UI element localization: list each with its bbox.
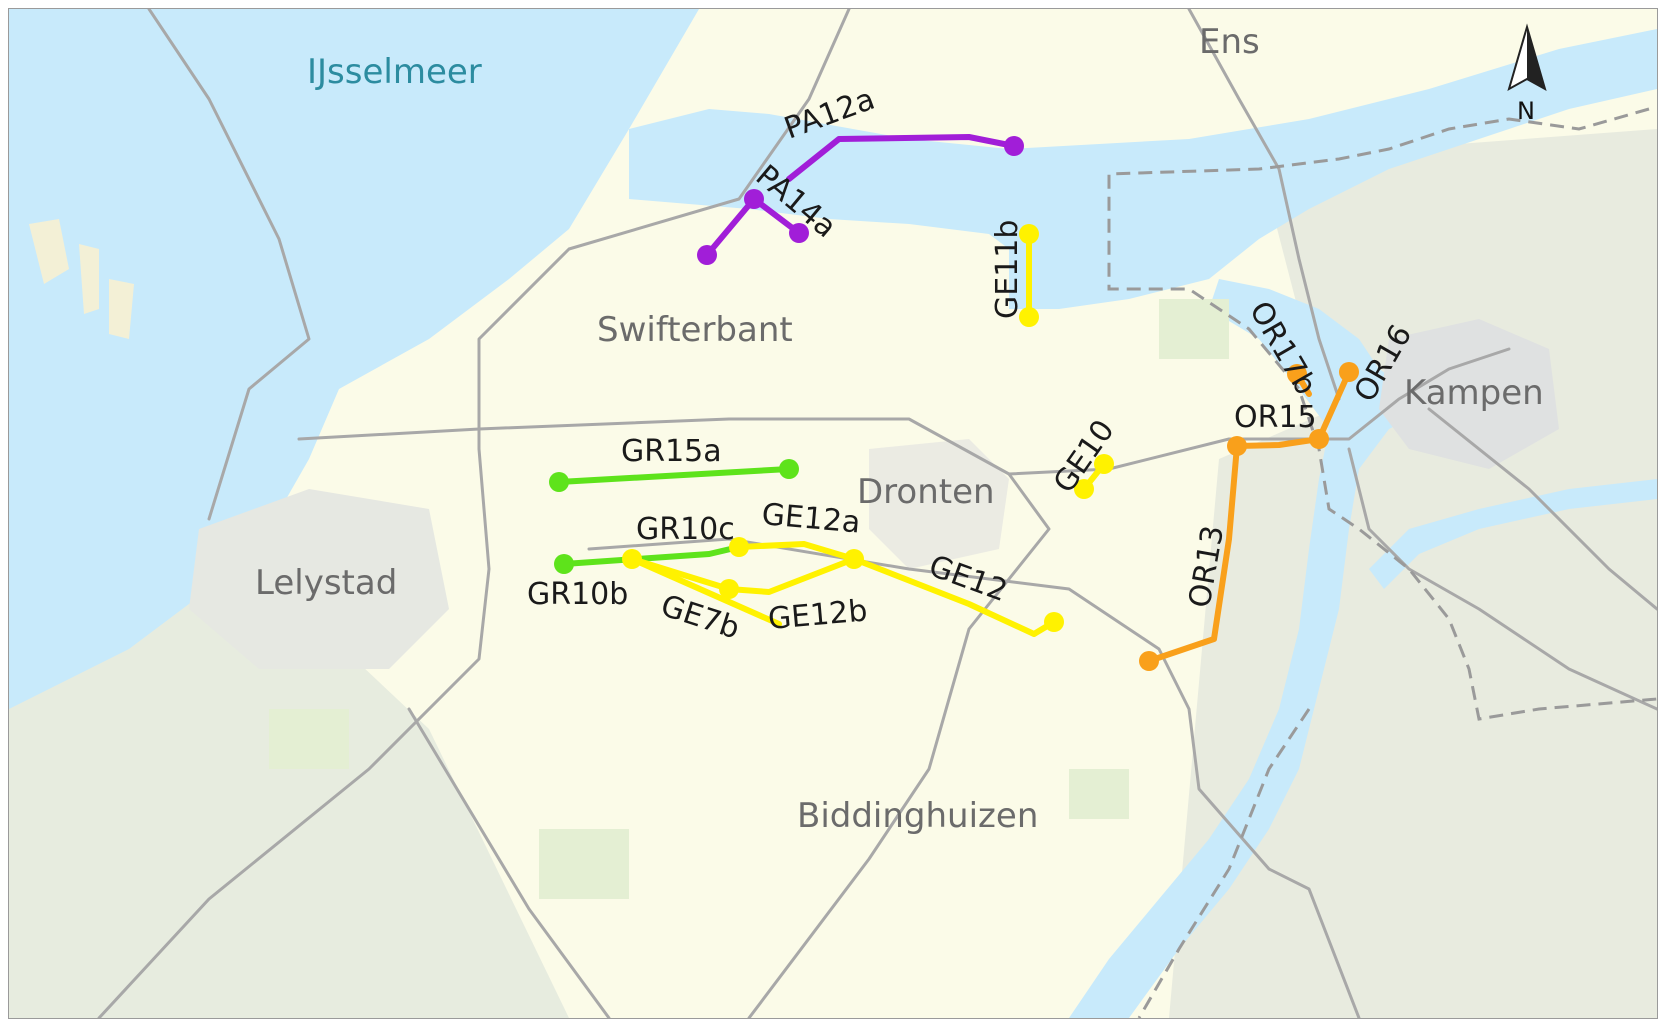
label-route-gr10b: GR10b [527,577,628,612]
route-end-marker[interactable] [1309,429,1329,449]
route-ge12-line[interactable] [851,556,1057,637]
label-swifterbant: Swifterbant [597,310,793,350]
label-route-ge12b: GE12b [767,593,869,637]
field-patch [1069,769,1129,819]
ijsselmeer-water [9,9,699,709]
route-end-marker[interactable] [554,554,574,574]
route-end-marker[interactable] [1339,362,1359,382]
road [407,707,611,1018]
route-end-marker[interactable] [1019,307,1039,327]
north-label: N [1517,97,1535,125]
route-ge7b-line[interactable] [629,556,782,627]
island [79,244,99,314]
label-dronten: Dronten [857,472,995,512]
route-ge12b-line[interactable] [629,556,857,595]
roads [97,9,1657,1018]
kampen-urban [1379,319,1559,469]
outer-land-east [1169,269,1657,1018]
outer-land-sw [9,569,569,1018]
route-or13-line[interactable] [1146,443,1240,664]
label-biddinghuizen: Biddinghuizen [797,796,1038,836]
lelystad-urban [189,489,449,669]
yellow-routes [629,541,1057,637]
map[interactable]: IJsselmeer Ens Swifterbant Kampen Dronte… [8,8,1658,1019]
route-end-marker[interactable] [697,245,717,265]
road [587,537,1361,1018]
island [29,219,69,284]
route-end-marker[interactable] [549,472,569,492]
route-end-marker[interactable] [744,189,764,209]
island [109,279,134,339]
route-end-marker[interactable] [1074,479,1094,499]
road [1427,407,1657,611]
route-end-marker[interactable] [844,549,864,569]
label-route-ge12a: GE12a [760,497,861,540]
route-ge12a-line[interactable] [736,541,857,562]
province-boundary [1107,107,1657,721]
label-route-gr15a: GR15a [621,434,722,469]
label-route-or15: OR15 [1234,400,1317,435]
route-end-marker[interactable] [1044,612,1064,632]
ketelmeer-water [629,29,1657,309]
road [147,9,311,521]
road [1187,9,1341,401]
field-patch [539,829,629,899]
label-lelystad: Lelystad [255,563,397,603]
route-pa12a-line[interactable] [786,134,1017,182]
label-route-gr10c: GR10c [636,512,735,547]
route-end-marker[interactable] [1227,436,1247,456]
road [747,472,1051,1018]
drontermeer-water [1369,479,1657,589]
route-end-marker[interactable] [719,579,739,599]
dronten-urban [869,439,1009,569]
route-or15-line[interactable] [1234,436,1322,449]
route-or16-line[interactable] [1316,369,1352,442]
label-ijsselmeer: IJsselmeer [307,52,482,92]
label-route-ge11b: GE11b [990,220,1025,319]
road [97,9,851,1018]
route-end-marker[interactable] [729,537,749,557]
route-end-marker[interactable] [789,223,809,243]
ijssel-river [1069,279,1429,1018]
route-end-marker[interactable] [1094,454,1114,474]
road [297,347,1511,476]
province-boundary [1137,708,1311,1018]
route-end-marker[interactable] [1019,224,1039,244]
label-ens: Ens [1199,22,1260,62]
route-end-marker[interactable] [779,459,799,479]
route-end-marker[interactable] [1004,136,1024,156]
route-gr10-line[interactable] [561,544,742,567]
route-end-marker[interactable] [622,549,642,569]
route-gr15a-line[interactable] [558,466,790,485]
label-kampen: Kampen [1404,373,1544,413]
road [1347,447,1657,711]
route-end-marker[interactable] [1139,651,1159,671]
field-patch [269,709,349,769]
route-end-marker[interactable] [1287,364,1307,384]
north-arrow-icon: N [1507,23,1547,125]
